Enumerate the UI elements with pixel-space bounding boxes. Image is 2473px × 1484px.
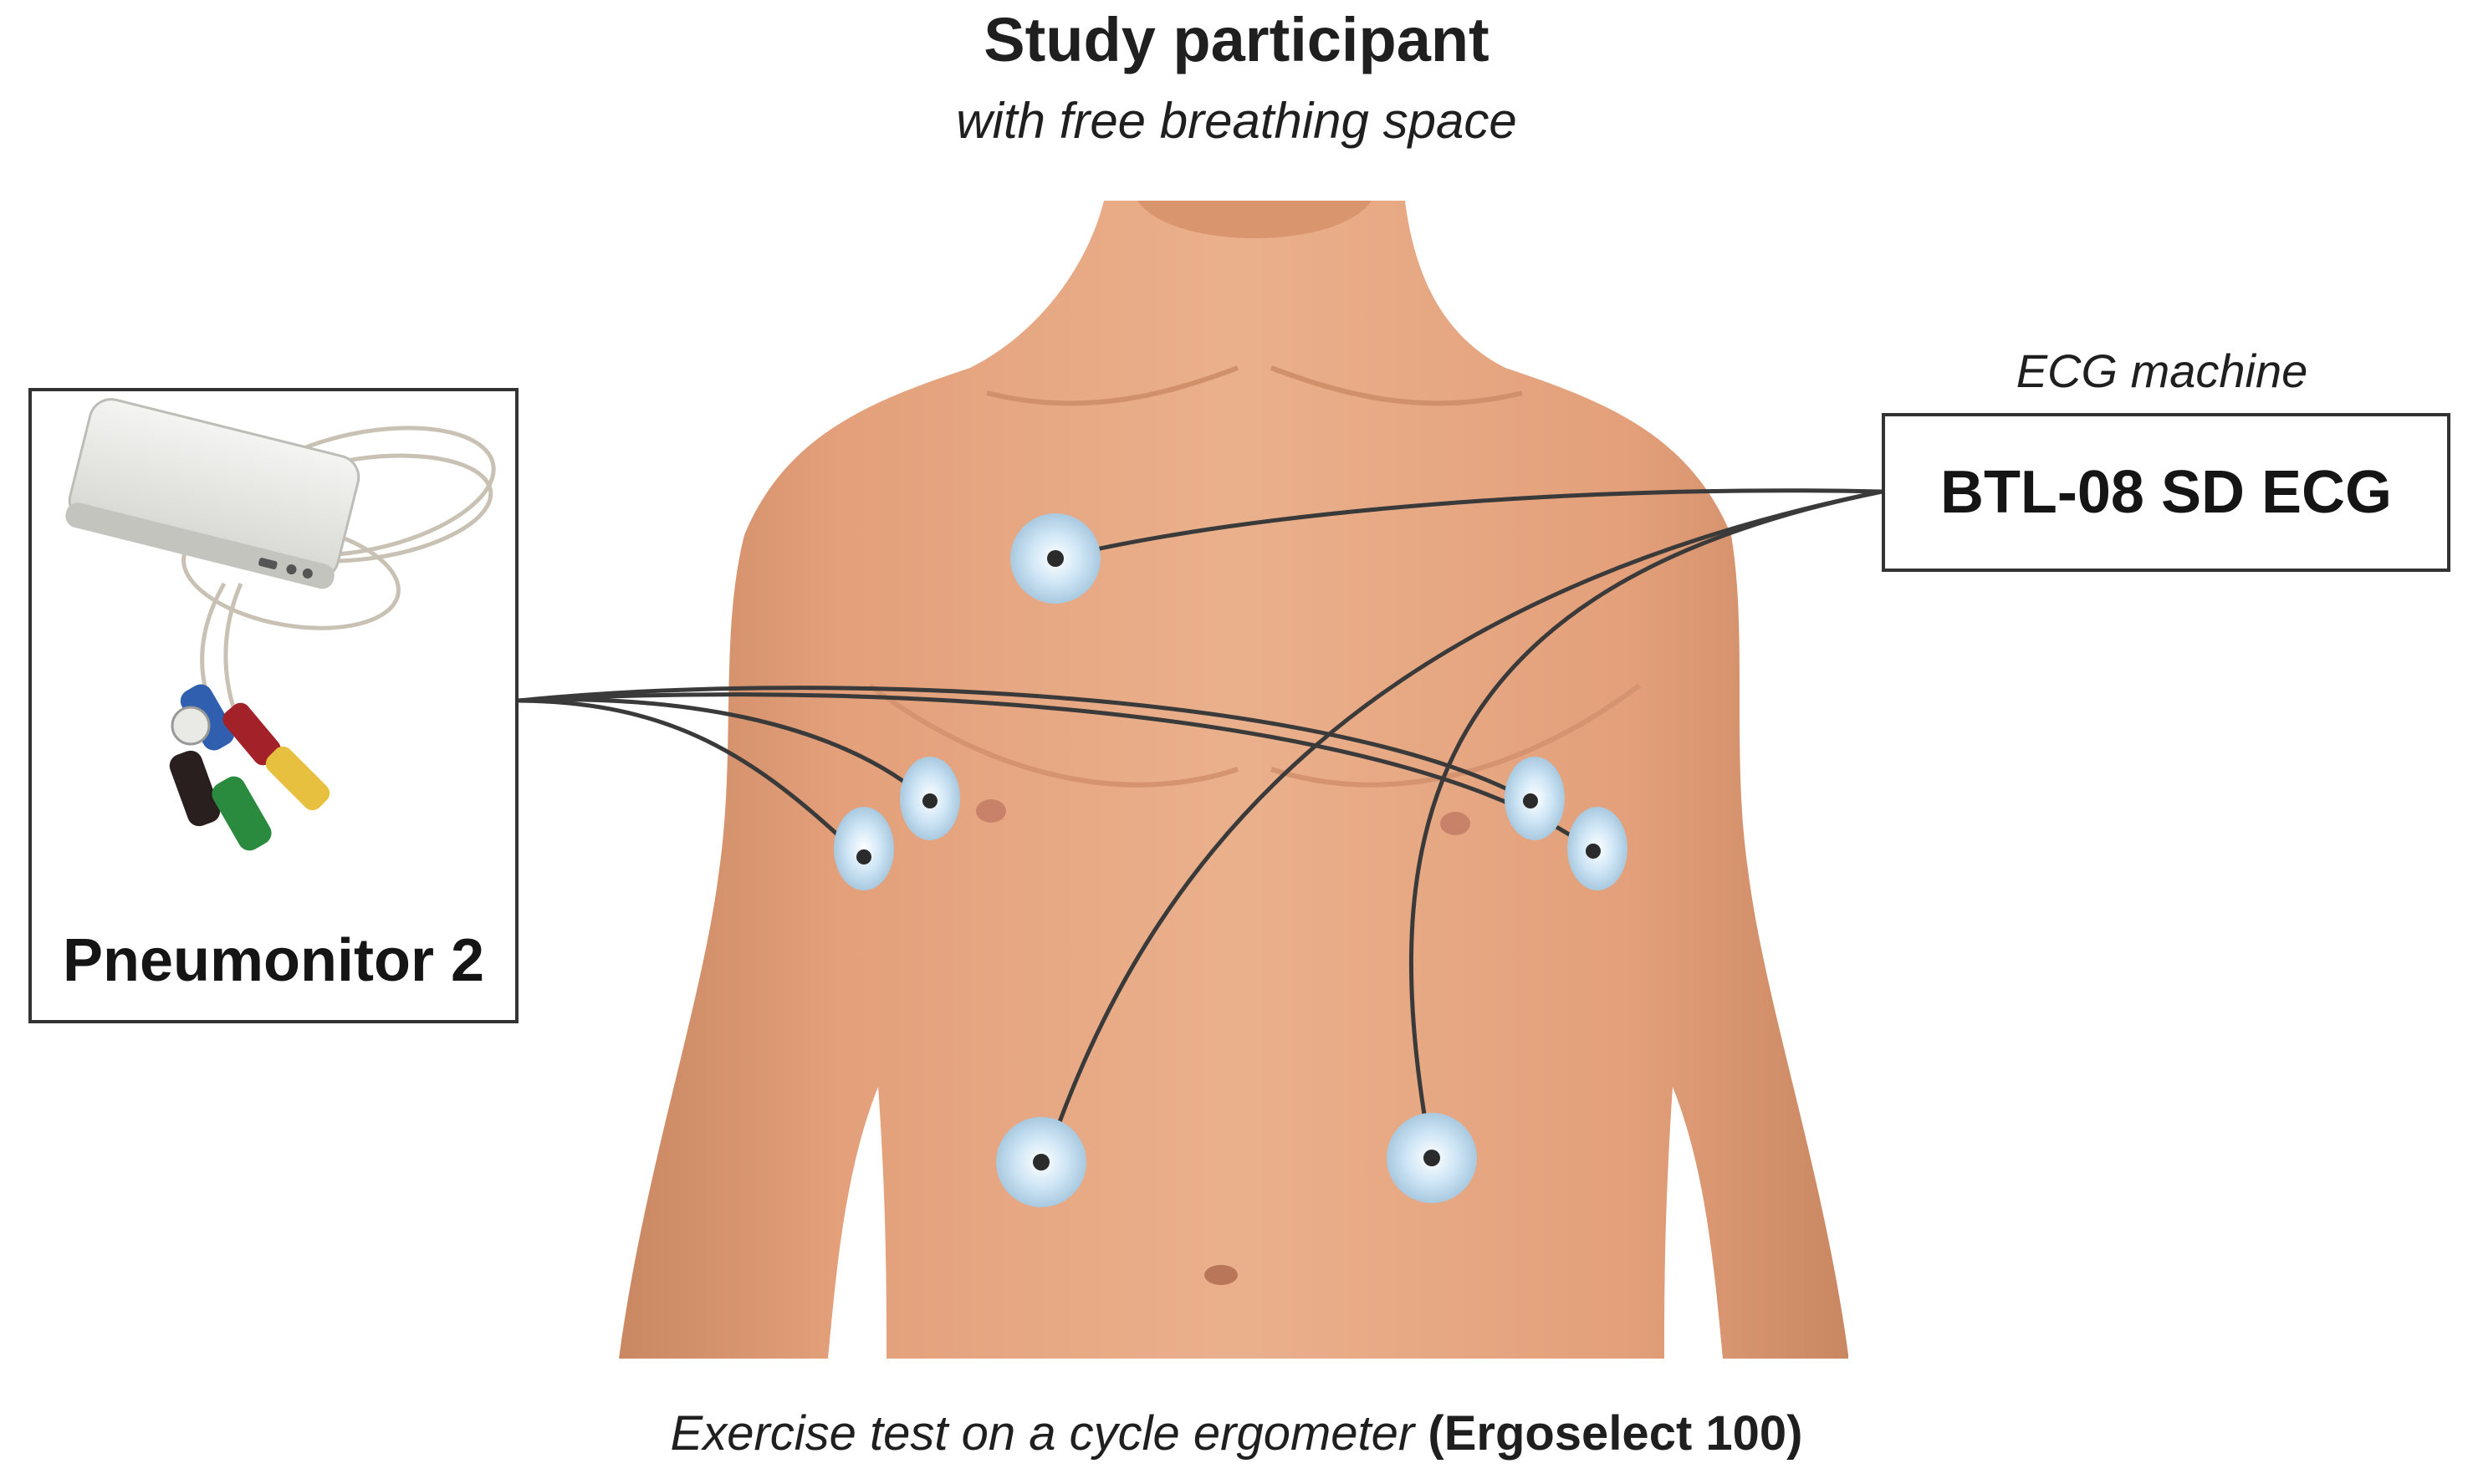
exercise-test-text: Exercise test on a cycle ergometer [670, 1406, 1415, 1461]
pneumonitor-box: Pneumonitor 2 [28, 388, 519, 1023]
torso [619, 201, 1848, 1359]
electrode-upper-sternum [1010, 513, 1101, 604]
electrode-right-lateral-upper [1505, 757, 1565, 840]
electrode-right-lateral-lower [1567, 807, 1627, 890]
ecg-device-label: BTL-08 SD ECG [1939, 459, 2393, 526]
ecg-wires [1043, 488, 1883, 1163]
ergometer-model: (Ergoselect 100) [1428, 1406, 1803, 1461]
figure-subtitle: with free breathing space [956, 93, 1517, 149]
pneumonitor-wires [518, 686, 1595, 859]
figure-title: Study participant [984, 5, 1489, 74]
ecg-machine-box: BTL-08 SD ECG [1882, 413, 2450, 572]
electrode-left-lateral-upper [900, 757, 960, 840]
ecg-machine-caption: ECG machine [2016, 344, 2308, 397]
electrode-lower-right [1387, 1113, 1477, 1203]
pneumonitor-device-label: Pneumonitor 2 [62, 927, 485, 994]
electrode-lower-left [996, 1117, 1086, 1207]
exercise-test-caption: Exercise test on a cycle ergometer (Ergo… [0, 1405, 2473, 1463]
electrode-left-lateral-lower [834, 807, 894, 890]
pneumonitor-device-icon [65, 398, 496, 851]
